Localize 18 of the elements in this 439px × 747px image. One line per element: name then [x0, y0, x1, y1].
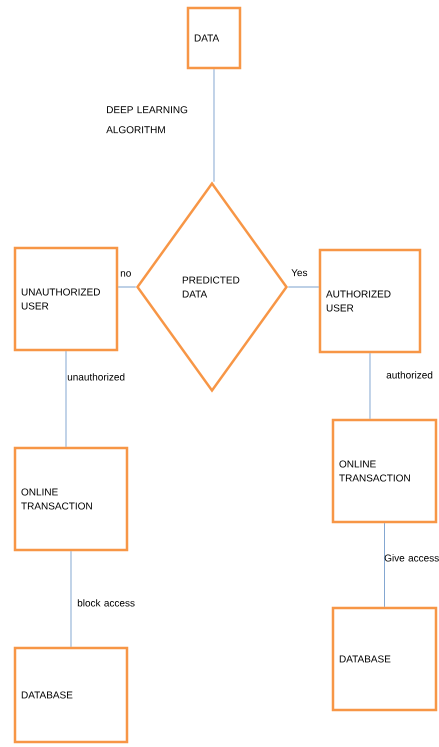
process-box: ONLINE TRANSACTION	[14, 446, 128, 552]
process-box: DATA	[186, 6, 242, 70]
process-box: DATABASE	[332, 606, 438, 712]
edge-label: Give access	[384, 554, 439, 562]
edge-label: block access	[78, 599, 135, 607]
edge-label: unauthorized	[68, 373, 124, 381]
edge-label: Yes	[291, 269, 308, 276]
connector-line	[288, 286, 320, 288]
connector-line	[70, 550, 72, 648]
connector-line	[384, 522, 385, 608]
process-box: ONLINE TRANSACTION	[332, 418, 438, 524]
connector-line	[118, 286, 136, 288]
process-box: UNAUTHORIZED USER	[14, 246, 118, 352]
edge-label: DEEP LEARNING ALGORITHM	[106, 106, 188, 134]
edge-label: no	[120, 271, 131, 277]
process-box: DATABASE	[14, 646, 128, 744]
edge-label: authorized	[386, 371, 432, 379]
process-box: AUTHORIZED USER	[318, 248, 422, 354]
